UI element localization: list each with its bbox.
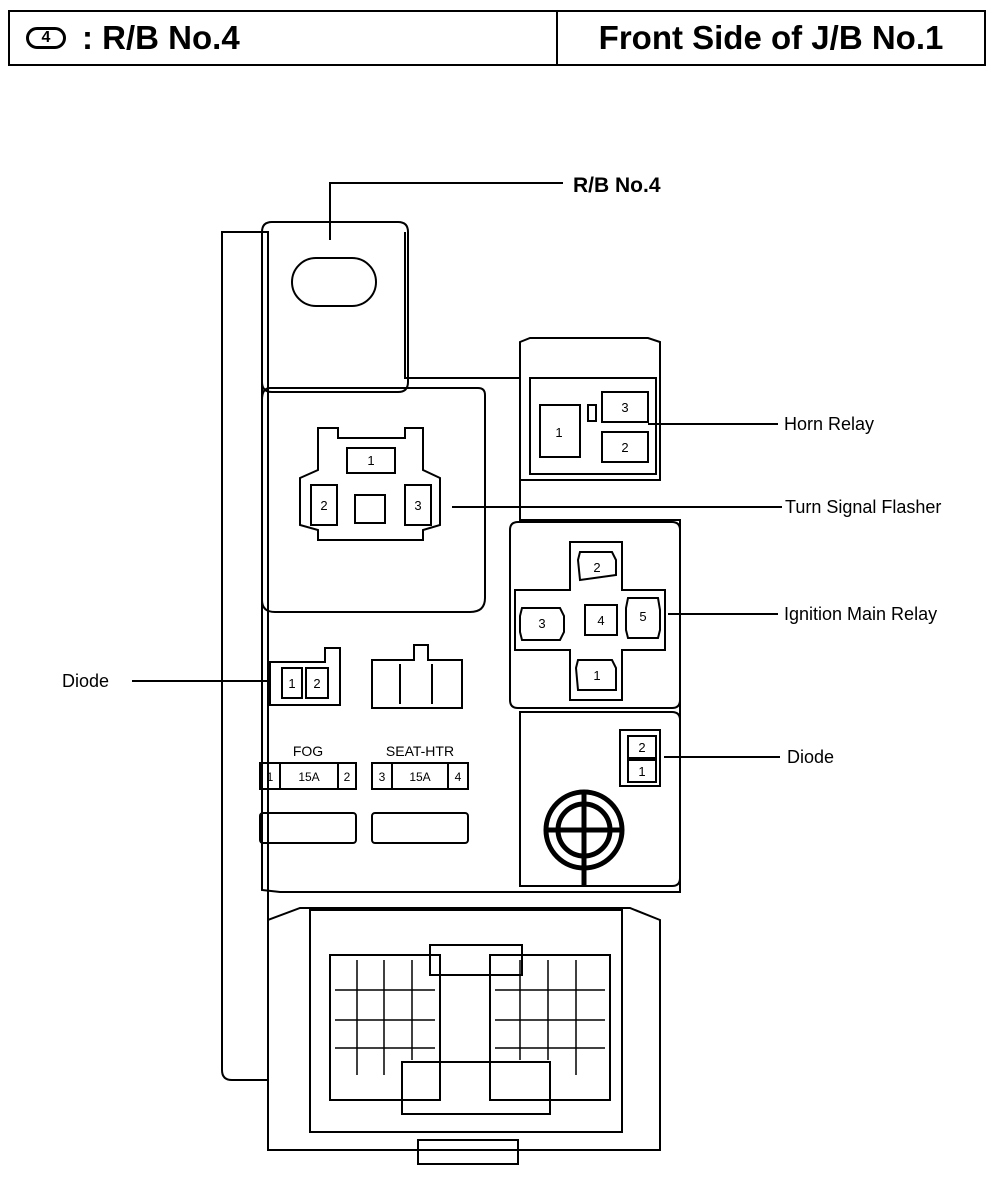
flasher-pin-3-box (404, 484, 432, 526)
flasher-pin-3: 3 (414, 498, 421, 513)
bottom-connector-right-grid (495, 960, 605, 1075)
horn-pin-1-box (539, 404, 581, 458)
fog-fuse-name: FOG (293, 743, 323, 759)
flasher-pin-1-box (346, 447, 396, 474)
flasher-key (354, 494, 386, 524)
ign-pin-2: 2 (593, 560, 600, 575)
relay-block-title: : R/B No.4 (82, 19, 240, 56)
horn-pin-2: 2 (621, 440, 628, 455)
diode-left-pin-2-box (305, 667, 329, 699)
spare-fuse-slot-1 (259, 812, 357, 844)
view-title: Front Side of J/B No.1 (598, 19, 944, 56)
mounting-hole (291, 257, 377, 307)
diode-right-pin-2: 2 (638, 740, 645, 755)
mounting-bolt (543, 789, 625, 886)
horn-relay-housing (519, 337, 661, 481)
horn-pin-3: 3 (621, 400, 628, 415)
diode-right-pin-1: 1 (638, 764, 645, 779)
rb-no4-leader (329, 182, 563, 240)
flasher-pin-2-box (310, 484, 338, 526)
bottom-connector-latch (429, 944, 523, 976)
lower-right-compartment (519, 711, 681, 887)
diode-left-body (269, 647, 341, 706)
title-right: Front Side of J/B No.1 (558, 12, 984, 64)
spare-fuse-slot-2 (371, 812, 469, 844)
spare-connector (371, 644, 463, 709)
horn-pin-2-box (601, 431, 649, 463)
location-badge: 4 (26, 27, 66, 49)
bottom-connector-outer (267, 907, 661, 1151)
ign-pin-5-box (625, 597, 661, 639)
mounting-tab (261, 221, 409, 393)
ign-pin-3-box (519, 607, 565, 641)
ign-pin-1: 1 (593, 668, 600, 683)
bottom-connector-center-key (401, 1061, 551, 1115)
ignition-main-relay-label: Ignition Main Relay (784, 604, 937, 624)
fog-fuse-pin-left: 1 (267, 770, 274, 784)
ign-pin-2-box (576, 551, 617, 582)
fog-fuse-pin-right: 2 (344, 770, 351, 784)
housing-body (261, 232, 681, 893)
ign-pin-4-box (584, 604, 618, 636)
rb-no4-label: R/B No.4 (573, 174, 661, 197)
ign-pin-5: 5 (639, 609, 646, 624)
diode-left-label: Diode (62, 671, 109, 691)
horn-key (587, 404, 597, 422)
turn-signal-flasher-label: Turn Signal Flasher (785, 497, 941, 517)
bottom-connector-left-cavity (329, 954, 441, 1101)
bottom-connector-clip (417, 1139, 519, 1165)
ign-pin-4: 4 (597, 613, 604, 628)
housing-outline (221, 231, 269, 1081)
flasher-socket (299, 427, 441, 541)
ign-pin-1-box (574, 659, 617, 691)
flasher-cavity (261, 387, 486, 613)
horn-relay-socket (529, 377, 657, 475)
seat-htr-fuse-pin-right: 4 (455, 770, 462, 784)
horn-pin-3-box (601, 391, 649, 423)
ign-pin-3: 3 (538, 616, 545, 631)
diode-right-pin-2-box (627, 735, 657, 759)
seat-htr-fuse (371, 762, 469, 790)
diode-left-pin-2: 2 (313, 676, 320, 691)
seat-htr-fuse-name: SEAT-HTR (386, 743, 454, 759)
flasher-pin-1: 1 (367, 453, 374, 468)
seat-htr-fuse-rating: 15A (409, 770, 430, 784)
bottom-connector-left-grid (335, 960, 435, 1075)
horn-pin-1: 1 (555, 425, 562, 440)
title-bar: 4 : R/B No.4 Front Side of J/B No.1 (8, 10, 986, 66)
title-left: 4 : R/B No.4 (10, 12, 558, 64)
diode-right-label: Diode (787, 747, 834, 767)
flasher-pin-2: 2 (320, 498, 327, 513)
ignition-relay-socket (514, 541, 666, 701)
ignition-relay-housing (509, 521, 681, 709)
diode-left-pin-1-box (281, 667, 303, 699)
seat-htr-fuse-pin-left: 3 (379, 770, 386, 784)
diode-right-pin-1-box (627, 759, 657, 783)
horn-relay-label: Horn Relay (784, 414, 874, 434)
fog-fuse-rating: 15A (298, 770, 319, 784)
bottom-connector-frame (309, 909, 623, 1133)
fog-fuse (259, 762, 357, 790)
diode-right-body (619, 729, 661, 787)
diode-left-pin-1: 1 (288, 676, 295, 691)
